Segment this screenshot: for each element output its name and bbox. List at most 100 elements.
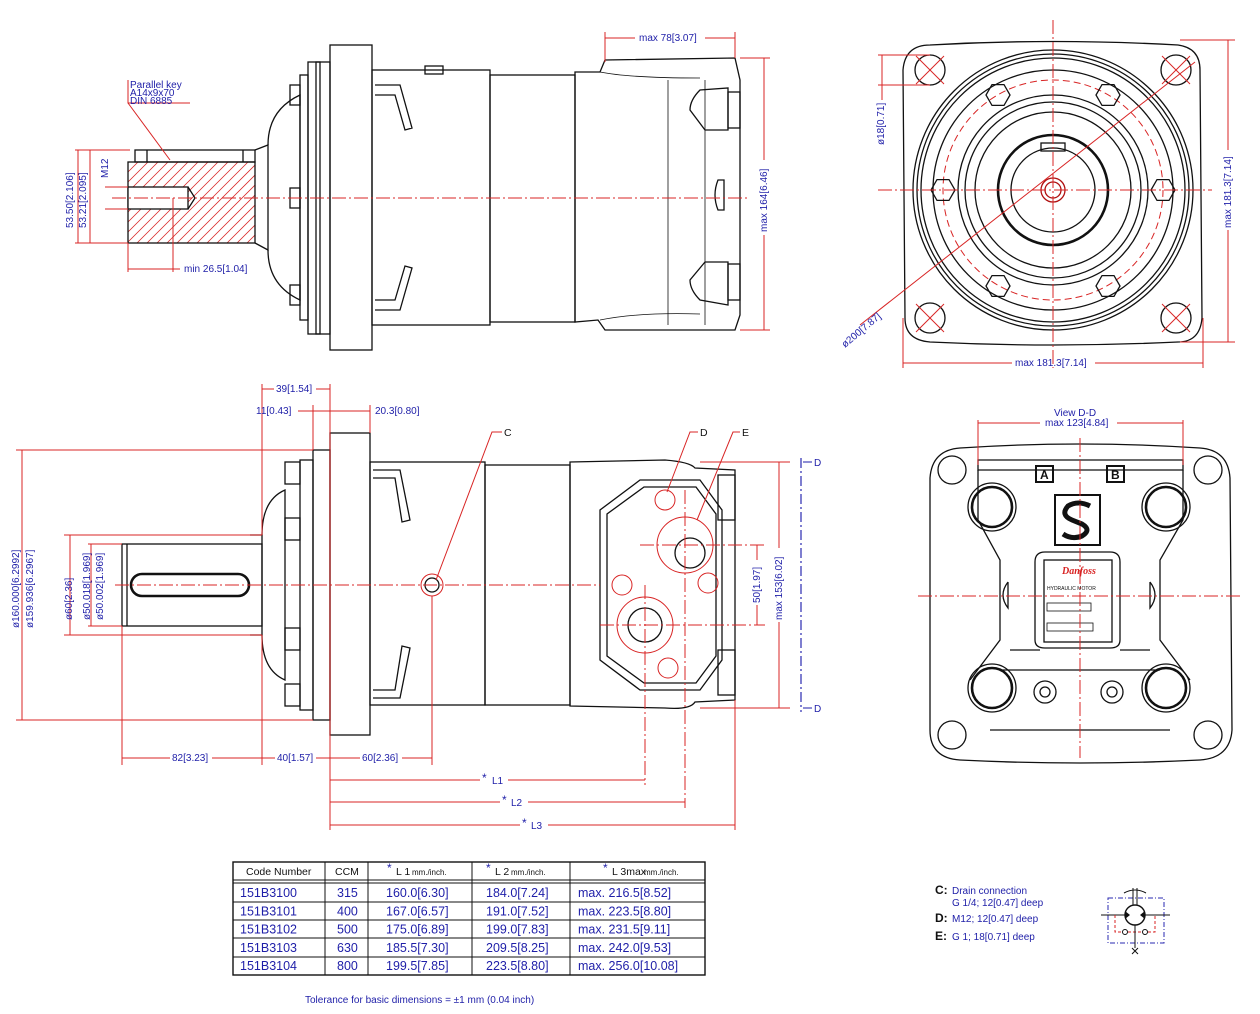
- hatch-line: [127, 161, 149, 183]
- header-l3: L 3max: [612, 866, 647, 878]
- legend-d-text: M12; 12[0.47] deep: [952, 914, 1039, 925]
- port-spacing-label: 50[1.97]: [752, 567, 763, 603]
- legend-c-text2: G 1/4; 12[0.47] deep: [952, 898, 1044, 909]
- view-dd-title: View D-D: [1054, 408, 1096, 419]
- front-max-width-label: max 181.3[7.14]: [1015, 358, 1087, 369]
- view-dd-max-width: max 123[4.84]: [1045, 418, 1109, 429]
- dimension-table: Code Number CCM * L 1 mm./inch. * L 2 mm…: [232, 861, 706, 1006]
- port-b-label: B: [1111, 468, 1120, 482]
- table-cell: 315: [337, 886, 358, 900]
- table-cell: 223.5[8.80]: [486, 959, 549, 973]
- hatch-line: [176, 164, 256, 244]
- table-cell: max. 216.5[8.52]: [578, 886, 671, 900]
- pilot-dia-max-label: ø160.000[6.2992]: [11, 549, 22, 628]
- table-cell: 151B3100: [240, 886, 297, 900]
- dim-60-label: 60[2.36]: [362, 753, 398, 764]
- port-boss: [1141, 482, 1191, 532]
- pilot-dia-min-label: ø159.936[6.2967]: [25, 549, 36, 628]
- table-cell: max. 256.0[10.08]: [578, 959, 678, 973]
- parallel-key: [134, 149, 256, 163]
- front-max-height-label: max 181.3[7.14]: [1223, 156, 1234, 228]
- header-l2: L 2: [495, 866, 509, 878]
- dim-39-label: 39[1.54]: [276, 384, 312, 395]
- section-mark-top: D: [814, 458, 821, 469]
- header-ccm: CCM: [335, 866, 359, 878]
- callout-c: C: [504, 427, 512, 439]
- header-l3-star: *: [603, 861, 608, 875]
- hatch-line: [246, 234, 256, 244]
- nameplate-text: HYDRAULIC MOTOR: [1047, 586, 1096, 592]
- port-legend: C: Drain connection G 1/4; 12[0.47] deep…: [935, 883, 1170, 955]
- table-cell: 800: [337, 959, 358, 973]
- hatch-line: [127, 161, 139, 173]
- table-cell: 500: [337, 923, 358, 937]
- section-mark-bottom: D: [814, 704, 821, 715]
- l2-star: *: [502, 793, 507, 807]
- table-cell: 185.5[7.30]: [386, 941, 449, 955]
- hole-dia-label: ø18[0.71]: [876, 103, 887, 145]
- hatch-line: [196, 184, 256, 244]
- shaft-dia-max-label: ø50.018[1.969]: [82, 553, 93, 620]
- table-cell: 151B3104: [240, 959, 297, 973]
- hatch-line: [166, 161, 249, 244]
- table-cell: 151B3103: [240, 941, 297, 955]
- shoulder-dia-label: ø60[2.36]: [64, 578, 75, 620]
- hex-bolt: [1095, 83, 1121, 107]
- shaft-dia-min-label: ø50.002[1.969]: [95, 553, 106, 620]
- table-cell: 191.0[7.52]: [486, 904, 549, 918]
- max-width-label: max 78[3.07]: [639, 33, 697, 44]
- hex-bolt: [985, 83, 1011, 107]
- table-cell: 199.5[7.85]: [386, 959, 449, 973]
- mounting-hole: [1160, 54, 1192, 86]
- l3-star: *: [522, 816, 527, 830]
- hatch-line: [226, 214, 256, 244]
- table-cell: max. 223.5[8.80]: [578, 904, 671, 918]
- hex-bolt: [1095, 274, 1121, 298]
- l3-label: L3: [531, 821, 543, 832]
- l1-star: *: [482, 771, 487, 785]
- l2-label: L2: [511, 798, 523, 809]
- header-l1-unit: mm./inch.: [412, 868, 447, 877]
- dim-40-label: 40[1.57]: [277, 753, 313, 764]
- table-cell: 160.0[6.30]: [386, 886, 449, 900]
- thread-label: M12: [100, 158, 111, 178]
- s-logo-box: [1054, 494, 1101, 546]
- header-code-number: Code Number: [246, 866, 312, 878]
- table-cell: max. 231.5[9.11]: [578, 923, 670, 937]
- key-label-3: DIN 6885: [130, 96, 173, 107]
- nameplate: [1043, 559, 1113, 643]
- mounting-hole: [914, 302, 946, 334]
- table-cell: 151B3102: [240, 923, 297, 937]
- table-cell: 199.0[7.83]: [486, 923, 549, 937]
- table-cell: 184.0[7.24]: [486, 886, 549, 900]
- table-cell: 175.0[6.89]: [386, 923, 449, 937]
- dim-20-label: 20.3[0.80]: [375, 406, 420, 417]
- table-cell: 167.0[6.57]: [386, 904, 449, 918]
- bottom-side-view: 39[1.54] 11[0.43] 20.3[0.80] ø160.000[6.…: [11, 384, 821, 832]
- hex-bolt: [985, 274, 1011, 298]
- tolerance-note: Tolerance for basic dimensions = ±1 mm (…: [305, 995, 534, 1006]
- callout-d: D: [700, 427, 708, 439]
- l1-label: L1: [492, 776, 504, 787]
- dia-max-label: 53.50[2.106]: [65, 172, 76, 228]
- danfoss-logo: Danfoss: [1061, 566, 1096, 577]
- port-face-height-label: max 153[6.02]: [774, 556, 785, 620]
- dim-11-label: 11[0.43]: [256, 406, 292, 417]
- header-l1: L 1: [396, 866, 410, 878]
- hatch-line: [206, 194, 256, 244]
- port-boss: [967, 482, 1017, 532]
- dim-82-label: 82[3.23]: [172, 753, 208, 764]
- port-opening: [970, 666, 1014, 710]
- hatch-line: [216, 204, 256, 244]
- table-cell: 630: [337, 941, 358, 955]
- port-boss: [967, 663, 1017, 713]
- mounting-hole: [1160, 302, 1192, 334]
- s-logo-icon: [1061, 500, 1092, 541]
- dia-min-label: 53.21[2.095]: [78, 172, 89, 228]
- table-cell: 151B3101: [240, 904, 297, 918]
- hatch-line: [236, 224, 256, 244]
- legend-e-text: G 1; 18[0.71] deep: [952, 932, 1035, 943]
- legend-d-key: D:: [935, 911, 948, 925]
- key-label-2: A14x9x70: [130, 88, 175, 99]
